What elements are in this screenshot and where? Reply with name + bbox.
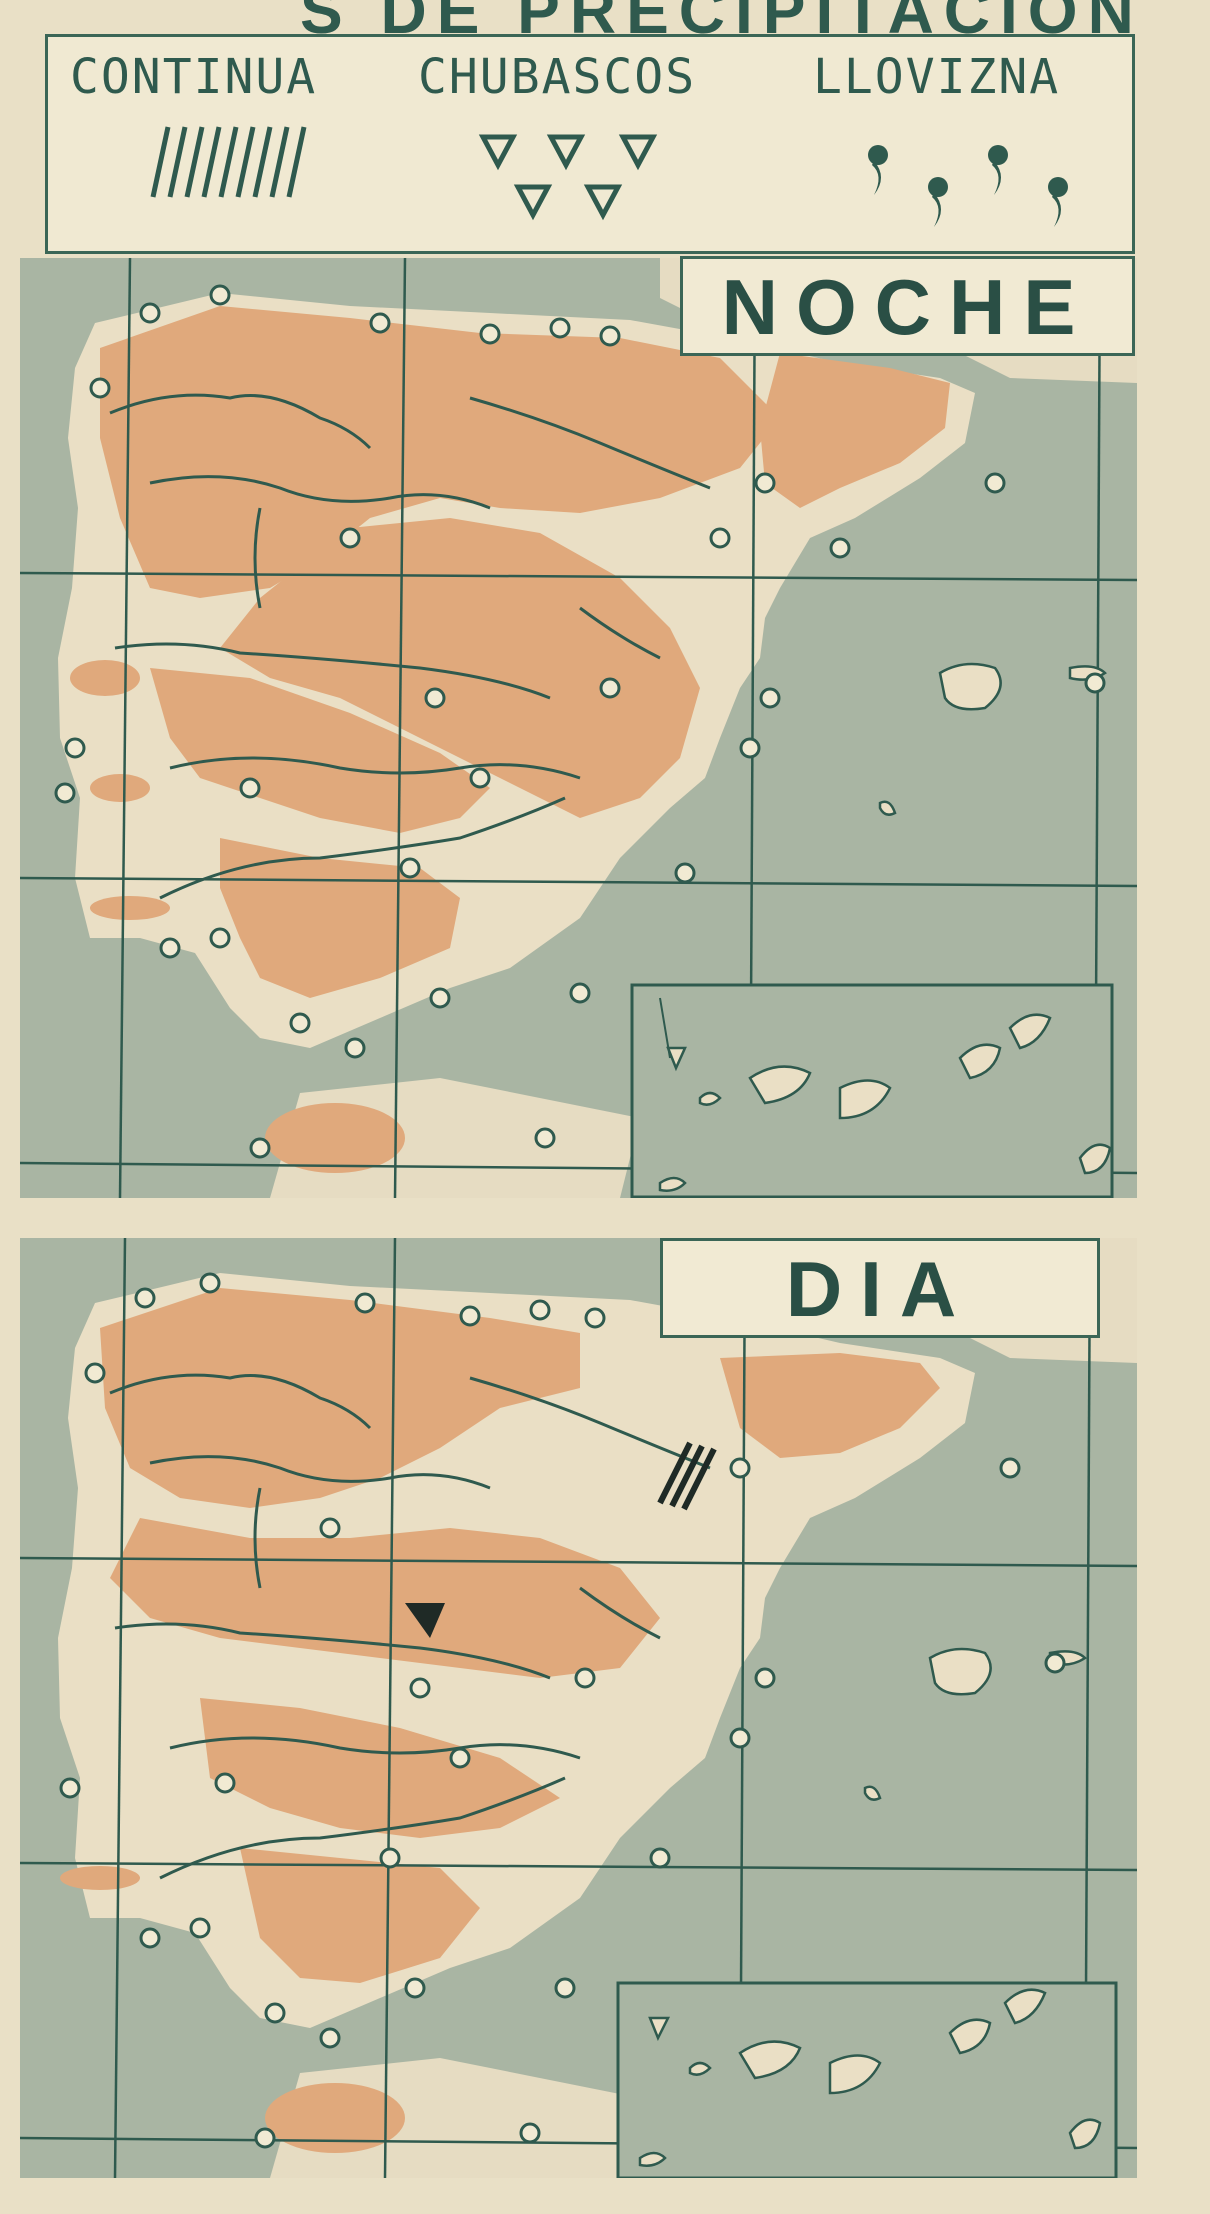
dia-continuous-rain-hatch-icon	[657, 1441, 717, 1511]
noche-map-canvas	[20, 258, 1137, 1198]
legend-llovizna-label: LLOVIZNA	[813, 49, 1061, 105]
dia-map-title: DIA	[660, 1238, 1100, 1338]
legend-symbols	[150, 126, 1068, 227]
dia-showers-triangle-icon	[405, 1603, 445, 1638]
legend-chubascos-label: CHUBASCOS	[418, 49, 697, 105]
noche-city-markers	[54, 284, 1106, 1159]
noche-precipitation-zones	[70, 306, 950, 1173]
noche-rivers	[109, 393, 711, 900]
noche-map: NOCHE	[20, 256, 1137, 1198]
noche-map-title: NOCHE	[680, 256, 1135, 356]
precipitation-legend: CONTINUA CHUBASCOS LLOVIZNA	[45, 34, 1135, 254]
dia-canary-inset	[616, 1981, 1118, 2178]
dia-map: DIA	[20, 1238, 1137, 2178]
dia-rivers	[109, 1373, 711, 1880]
continuous-rain-hatch-icon	[150, 126, 307, 198]
showers-triangle-icon	[478, 134, 658, 221]
drizzle-comma-icon	[868, 145, 1068, 227]
dia-graticule	[20, 1238, 1137, 2178]
dia-precipitation-zones	[60, 1288, 940, 2153]
dia-city-markers	[59, 1272, 1066, 2149]
noche-canary-inset	[630, 983, 1114, 1198]
dia-map-canvas	[20, 1238, 1137, 2178]
legend-continua-label: CONTINUA	[70, 49, 318, 105]
